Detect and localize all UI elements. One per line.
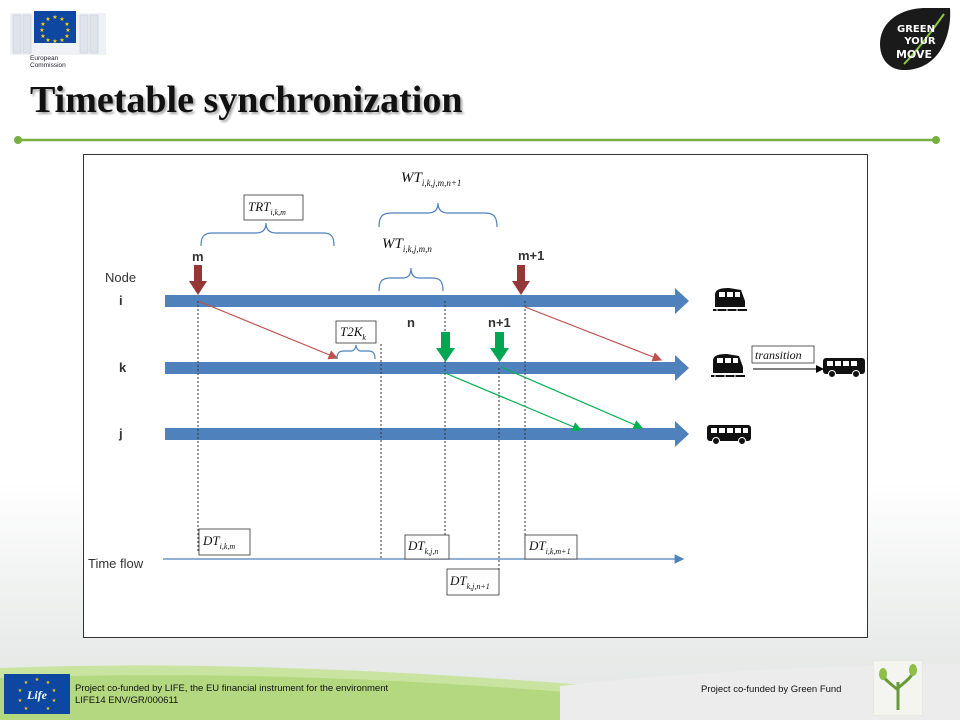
bus-icon-transition bbox=[823, 358, 865, 378]
svg-text:★: ★ bbox=[65, 27, 70, 34]
transition-label-box bbox=[751, 345, 815, 364]
svg-text:★: ★ bbox=[45, 37, 50, 44]
svg-text:★: ★ bbox=[64, 33, 69, 40]
dt-ikm-box bbox=[198, 528, 251, 556]
svg-text:★: ★ bbox=[52, 688, 57, 694]
footer-right-text: Project co-funded by Green Fund bbox=[701, 684, 842, 695]
time-flow-label: Time flow bbox=[88, 556, 144, 571]
wt-n1-label: WTi,k,j,m,n+1 bbox=[401, 170, 461, 188]
svg-text:★: ★ bbox=[40, 21, 45, 28]
node-label-k: k bbox=[119, 360, 127, 375]
ec-caption-line1: European bbox=[30, 55, 59, 62]
transfer-arrow-n1 bbox=[500, 366, 644, 430]
bus-icon-j bbox=[707, 425, 751, 445]
life-logo-text: Life bbox=[26, 688, 48, 702]
dt-kjn-box bbox=[404, 534, 450, 560]
trt-label: TRTi,k,m bbox=[248, 199, 286, 217]
dt-ikm-label: DTi,k,m bbox=[202, 533, 235, 551]
gym-logo-your: YOUR bbox=[903, 36, 936, 47]
footer-band bbox=[0, 664, 960, 720]
transfer-arrow-m bbox=[197, 300, 339, 360]
dt-ikm1-box bbox=[524, 534, 578, 560]
node-label-i: i bbox=[119, 293, 123, 308]
node-line-k bbox=[165, 355, 689, 381]
ec-logo-caption: European Commission bbox=[30, 55, 66, 69]
t2k-label-box bbox=[335, 320, 377, 344]
node-label-j: j bbox=[118, 426, 123, 441]
svg-text:★: ★ bbox=[46, 680, 51, 686]
svg-text:★: ★ bbox=[45, 16, 50, 23]
bracket-t2k bbox=[336, 344, 376, 360]
svg-text:★: ★ bbox=[18, 688, 23, 694]
diagram-canvas: Node i k j m m+1 n n+1 TRTi,k,m WTi,k,j,… bbox=[88, 170, 865, 596]
svg-text:★: ★ bbox=[52, 38, 57, 45]
marker-label-m1: m+1 bbox=[518, 248, 544, 263]
node-line-i bbox=[165, 288, 689, 314]
european-commission-logo: ★★★ ★★★ ★★★ ★★★ bbox=[10, 11, 106, 55]
gym-logo-green: GREEN bbox=[897, 24, 935, 35]
wt-n-label: WTi,k,j,m,n bbox=[382, 236, 432, 254]
svg-text:★: ★ bbox=[24, 706, 29, 712]
footer-left-text: Project co-funded by LIFE, the EU financ… bbox=[75, 683, 388, 707]
node-axis-label: Node bbox=[105, 270, 136, 285]
green-fund-logo bbox=[873, 660, 923, 716]
departure-arrow-n bbox=[436, 332, 455, 362]
transition-label: transition bbox=[755, 348, 802, 362]
arrival-arrow-m bbox=[189, 265, 207, 295]
svg-text:★: ★ bbox=[59, 37, 64, 44]
svg-text:★: ★ bbox=[46, 706, 51, 712]
transfer-arrow-n bbox=[444, 372, 583, 432]
dt-kjn-label: DTk,j,n bbox=[407, 538, 438, 556]
svg-text:★: ★ bbox=[52, 698, 57, 704]
node-line-j bbox=[165, 421, 689, 447]
svg-text:★: ★ bbox=[39, 27, 44, 34]
slide-title: Timetable synchronization bbox=[30, 79, 463, 121]
bracket-wt-n1 bbox=[378, 202, 498, 228]
departure-arrow-n1 bbox=[490, 332, 509, 362]
bracket-trt bbox=[200, 222, 335, 247]
train-icon-k bbox=[711, 354, 745, 377]
svg-text:★: ★ bbox=[64, 21, 69, 28]
dt-ikm1-label: DTi,k,m+1 bbox=[528, 538, 571, 556]
title-divider bbox=[14, 136, 940, 144]
marker-label-m: m bbox=[192, 249, 204, 264]
bracket-wt-n bbox=[378, 267, 444, 292]
arrival-arrow-m1 bbox=[512, 265, 530, 295]
dt-kjn1-box bbox=[446, 568, 500, 596]
svg-text:★: ★ bbox=[52, 14, 57, 21]
trt-label-box bbox=[243, 194, 304, 221]
svg-text:★: ★ bbox=[40, 33, 45, 40]
train-icon-i bbox=[713, 288, 747, 311]
svg-text:★: ★ bbox=[18, 698, 23, 704]
transfer-arrow-m1 bbox=[524, 306, 663, 362]
green-your-move-logo: GREEN YOUR MOVE bbox=[880, 8, 951, 70]
marker-label-n1: n+1 bbox=[488, 315, 511, 330]
timetable-diagram: Node i k j m m+1 n n+1 TRTi,k,m WTi,k,j,… bbox=[83, 154, 868, 638]
svg-text:★: ★ bbox=[24, 680, 29, 686]
footer-funding-line: Project co-funded by LIFE, the EU financ… bbox=[75, 683, 389, 694]
t2k-label: T2Kk bbox=[340, 324, 366, 342]
svg-text:★: ★ bbox=[35, 677, 40, 683]
svg-text:★: ★ bbox=[59, 16, 64, 23]
dt-kjn1-label: DTk,j,n+1 bbox=[449, 573, 490, 591]
footer-project-code: LIFE14 ENV/GR/000611 bbox=[75, 695, 179, 706]
marker-label-n: n bbox=[407, 315, 415, 330]
gym-logo-move: MOVE bbox=[896, 48, 932, 61]
ec-caption-line2: Commission bbox=[30, 62, 66, 69]
life-eu-logo: ★★★ ★★★ ★★★ Life bbox=[4, 674, 70, 714]
